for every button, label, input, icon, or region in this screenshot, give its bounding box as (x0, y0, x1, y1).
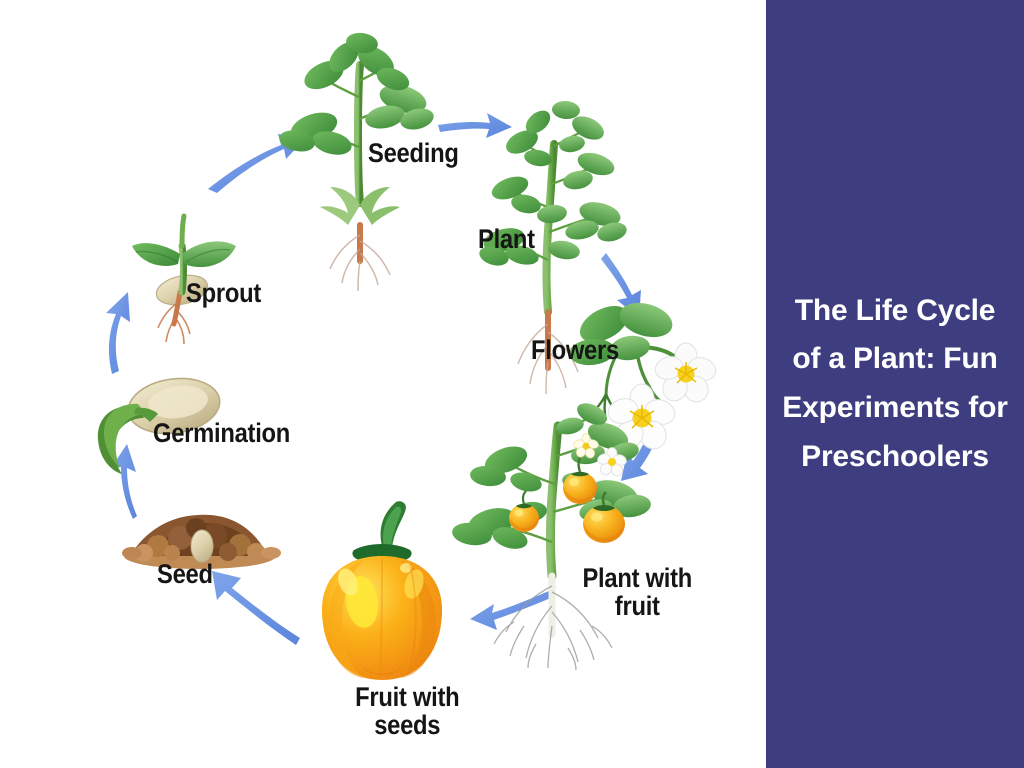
flower-icon (597, 447, 627, 477)
stage-icon-seeding (279, 32, 434, 292)
stage-label-seeding: Seeding (368, 138, 459, 168)
stage-label-germination: Germination (153, 418, 291, 448)
arrow-plant-fruit-to-fruit (470, 591, 553, 630)
arrow-fruit-to-seed (212, 571, 300, 645)
title-panel: The Life Cycle of a Plant: Fun Experimen… (766, 0, 1024, 768)
fruit-icon (583, 491, 625, 543)
stage-label-fruit-with-seeds: Fruit with seeds (355, 682, 460, 740)
stage-icon-plant-with-fruit (452, 403, 651, 671)
arrow-sprout-to-seeding (208, 134, 306, 193)
arrow-germination-to-sprout (106, 292, 130, 374)
stage-icon-sprout (132, 213, 236, 345)
flower-icon (654, 342, 717, 403)
stage-icon-seed (122, 514, 281, 569)
stage-label-plant: Plant (478, 224, 535, 254)
stage-label-sprout: Sprout (186, 278, 261, 308)
poster-title: The Life Cycle of a Plant: Fun Experimen… (782, 293, 1008, 473)
flower-icon (573, 433, 599, 459)
stage-icon-fruit (322, 501, 442, 680)
stage-label-plant-with-fruit: Plant with fruit (582, 563, 693, 621)
stage-icon-plant (479, 100, 627, 395)
arrow-seeding-to-plant (438, 113, 512, 138)
life-cycle-illustration (97, 32, 717, 680)
stage-icon-germination (97, 377, 221, 474)
fruit-icon (509, 490, 539, 532)
stage-label-flowers: Flowers (531, 335, 619, 365)
fruit-icon (563, 457, 597, 504)
plant-life-cycle-diagram: Seeding Plant Flowers Plant with fruit F… (97, 32, 717, 740)
stage-label-seed: Seed (157, 559, 213, 589)
arrow-plant-to-flowers (601, 253, 641, 318)
stage-icon-flowers (569, 302, 717, 450)
